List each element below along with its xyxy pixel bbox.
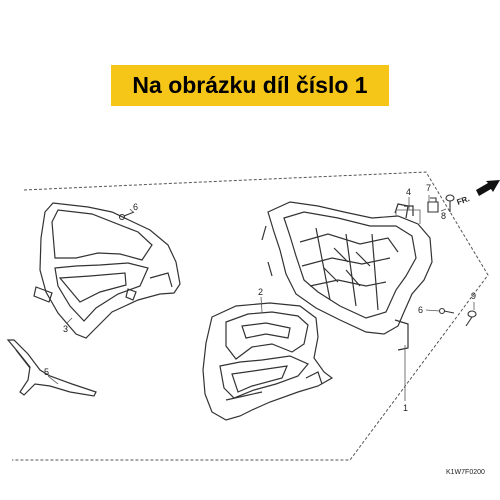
callout-5: 5 bbox=[44, 367, 49, 377]
part-8-screw bbox=[445, 194, 455, 212]
leader-lines bbox=[47, 195, 475, 401]
callout-3: 3 bbox=[63, 324, 68, 334]
callout-4: 4 bbox=[406, 187, 411, 197]
part-3-inner-cover bbox=[33, 202, 181, 339]
part-5-bracket bbox=[6, 339, 97, 397]
part-4-meter-frame bbox=[261, 201, 433, 351]
callout-8: 8 bbox=[441, 211, 446, 221]
callout-labels: 1 2 3 4 5 6 6 7 8 9 bbox=[44, 183, 476, 413]
part-7-clip bbox=[427, 197, 439, 213]
front-direction-label: FR. bbox=[456, 194, 471, 207]
callout-9: 9 bbox=[471, 291, 476, 301]
assembly-outline bbox=[12, 171, 489, 461]
diagram-code: K1W7F0200 bbox=[446, 469, 485, 476]
callout-2: 2 bbox=[258, 287, 263, 297]
callout-6-lower: 6 bbox=[418, 305, 423, 315]
callout-6-upper: 6 bbox=[133, 202, 138, 212]
part-6-screw-lower bbox=[438, 307, 455, 315]
part-2-outer-panel bbox=[202, 302, 334, 421]
callout-1: 1 bbox=[403, 403, 408, 413]
part-9-screw bbox=[465, 310, 477, 327]
banner-text: Na obrázku díl číslo 1 bbox=[132, 72, 368, 98]
callout-7: 7 bbox=[426, 183, 431, 193]
part-6-screw-upper bbox=[118, 211, 135, 221]
highlight-banner: Na obrázku díl číslo 1 bbox=[111, 65, 389, 106]
front-direction-arrow: FR. bbox=[456, 180, 500, 207]
